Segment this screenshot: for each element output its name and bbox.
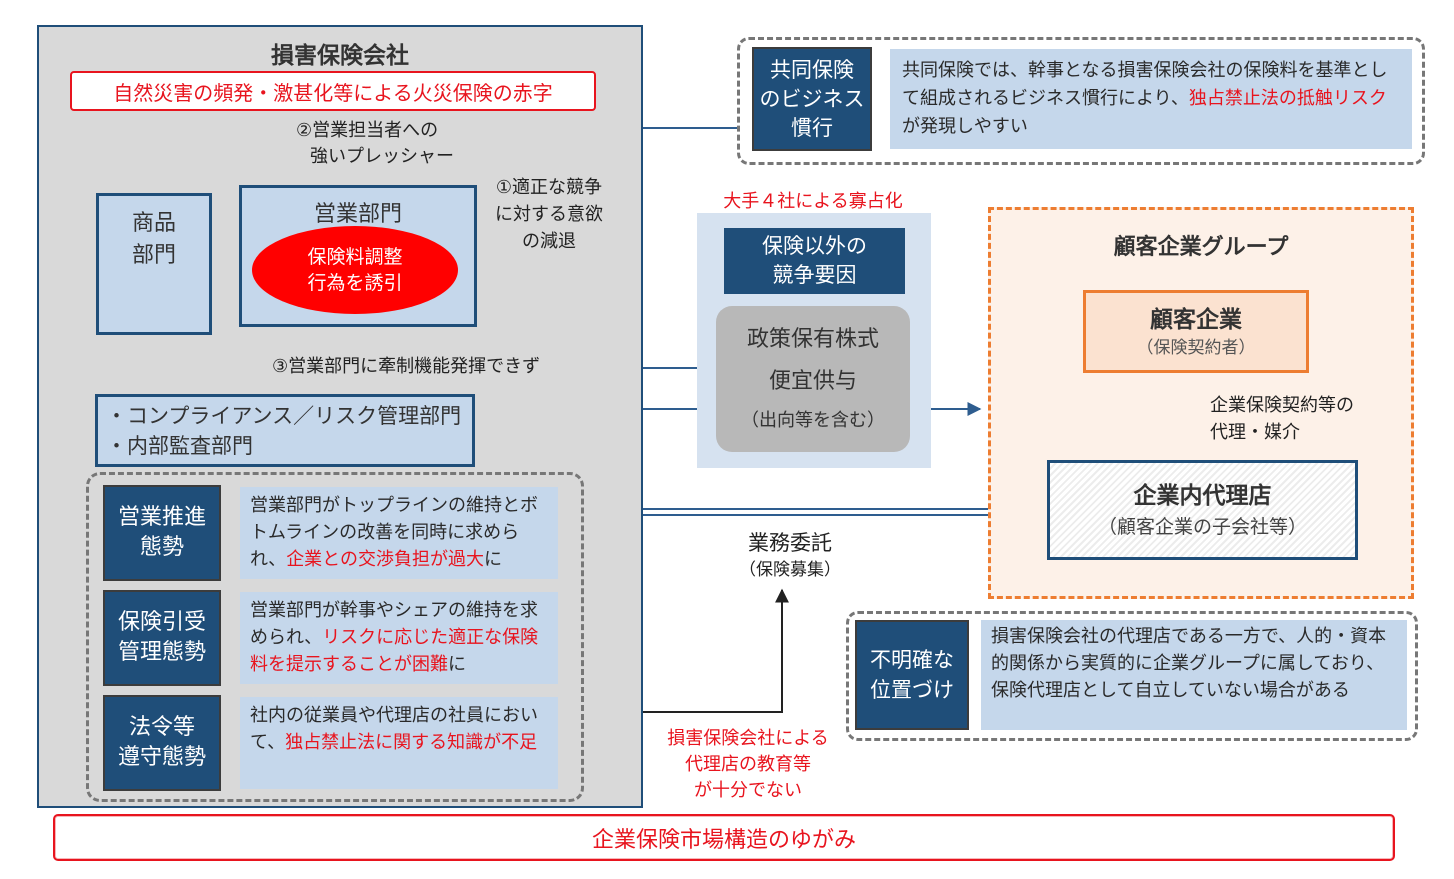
- pressure-label-line1: ②営業担当者への: [296, 120, 439, 141]
- posture-label-compliance-line1: 法令等: [128, 715, 195, 740]
- coinsurance-group: [737, 37, 1425, 165]
- unclear-desc: 損害保険会社の代理店である一方で、人的・資本的関係から実質的に企業グループに属し…: [981, 620, 1407, 730]
- posture-desc-compliance-red: 独占禁止法に関する知識が不足: [285, 732, 538, 753]
- compliance-line2: ・内部監査部門: [106, 434, 253, 458]
- product-dept-line2: 部門: [131, 243, 176, 268]
- agency-label: 企業保険契約等の 代理・媒介: [1210, 392, 1400, 446]
- posture-desc-underwriting: 営業部門が幹事やシェアの維持を求められ、リスクに応じた適正な保険料を提示すること…: [240, 592, 558, 684]
- competition-factor-line1: 保険以外の: [762, 234, 867, 258]
- education-label: 損害保険会社による 代理店の教育等 が十分でない: [648, 726, 848, 804]
- policy-holdings-line3: （出向等を含む）: [741, 410, 885, 431]
- sales-dept-title: 営業部門: [313, 202, 402, 227]
- compliance-line1: ・コンプライアンス／リスク管理部門: [106, 404, 462, 428]
- consignment-label: 業務委託 （保険募集）: [715, 528, 865, 582]
- posture-desc-sales: 営業部門がトップラインの維持とボトムラインの改善を同時に求められ、企業との交渉負…: [240, 487, 558, 579]
- unclear-group: [846, 611, 1418, 741]
- coinsurance-label-line2: のビジネス: [759, 86, 865, 111]
- premium-adjust-line1: 保険料調整: [307, 246, 403, 268]
- restraint-label: ③営業部門に牽制機能発揮できず: [272, 356, 541, 377]
- oligopoly-title: 大手４社による寡占化: [723, 191, 903, 212]
- competition-factor-line2: 競争要因: [772, 263, 857, 287]
- unclear-label-line1: 不明確な: [870, 648, 954, 672]
- posture-desc-underwriting-tail: に: [448, 654, 466, 675]
- competition-line2: に対する意欲: [495, 204, 603, 225]
- insurer-title: 損害保険会社: [271, 43, 409, 69]
- deficit-box: 自然災害の頻発・激甚化等による火災保険の赤字: [70, 71, 596, 111]
- product-dept-box: 商品 部門: [96, 193, 212, 335]
- client-company-name: 顧客企業: [1150, 306, 1242, 333]
- pressure-label: ②営業担当者への 強いプレッシャー: [296, 118, 496, 170]
- posture-desc-underwriting-plain: 営業部門が幹事やシェアの維持を求められ、: [250, 600, 538, 648]
- client-group-title: 顧客企業グループ: [1113, 235, 1289, 260]
- posture-label-compliance: 法令等 遵守態勢: [103, 695, 221, 791]
- inhouse-agency-box: 企業内代理店 （顧客企業の子会社等）: [1047, 460, 1358, 560]
- coinsurance-desc-red: 独占禁止法の抵触リスク: [1188, 88, 1387, 109]
- coinsurance-label-line3: 慣行: [791, 115, 833, 140]
- posture-label-sales-line2: 態勢: [139, 535, 184, 560]
- coinsurance-label: 共同保険 のビジネス 慣行: [752, 47, 872, 151]
- posture-label-underwriting: 保険引受 管理態勢: [103, 590, 221, 686]
- competition-line3: の減退: [522, 231, 576, 252]
- posture-desc-sales-tail: に: [484, 549, 503, 570]
- product-dept-line1: 商品: [131, 211, 176, 236]
- competition-line1: ①適正な競争: [495, 177, 603, 198]
- posture-label-underwriting-line2: 管理態勢: [117, 640, 206, 665]
- unclear-label-line2: 位置づけ: [870, 678, 954, 702]
- posture-desc-compliance-plain: 社内の従業員や代理店の社員において、: [250, 705, 538, 753]
- posture-desc-underwriting-red: リスクに応じた適正な保険料を提示することが困難: [250, 627, 539, 675]
- client-company-box: 顧客企業 （保険契約者）: [1083, 290, 1309, 373]
- posture-desc-sales-red: 企業との交渉負担が過大: [286, 549, 485, 570]
- agency-label-line2: 代理・媒介: [1210, 422, 1300, 443]
- posture-label-underwriting-line1: 保険引受: [117, 610, 206, 635]
- inhouse-agency-name: 企業内代理店: [1133, 483, 1272, 509]
- premium-adjust-ellipse: 保険料調整 行為を誘引: [252, 226, 458, 314]
- posture-desc-sales-plain: 営業部門がトップラインの維持とボトムラインの改善を同時に求められ、: [250, 495, 538, 570]
- education-line3: が十分でない: [694, 780, 802, 801]
- consignment-line2: （保険募集）: [739, 560, 841, 580]
- competition-factor-box: 保険以外の 競争要因: [724, 228, 905, 294]
- unclear-label: 不明確な 位置づけ: [855, 620, 969, 730]
- education-line1: 損害保険会社による: [667, 728, 829, 749]
- education-line2: 代理店の教育等: [685, 754, 811, 775]
- unclear-desc-text: 損害保険会社の代理店である一方で、人的・資本的関係から実質的に企業グループに属し…: [991, 626, 1387, 701]
- pressure-label-line2: 強いプレッシャー: [310, 146, 454, 167]
- policy-holdings-box: 政策保有株式 便宜供与 （出向等を含む）: [716, 306, 910, 452]
- coinsurance-label-line1: 共同保険: [770, 57, 854, 82]
- postures-group: [86, 472, 584, 802]
- coinsurance-desc-tail: が発現しやすい: [902, 116, 1028, 137]
- client-company-sub: （保険契約者）: [1136, 337, 1256, 358]
- agency-label-line1: 企業保険契約等の: [1210, 395, 1354, 416]
- policy-holdings-line1: 政策保有株式: [746, 327, 879, 352]
- compliance-box: ・コンプライアンス／リスク管理部門 ・内部監査部門: [95, 394, 475, 467]
- policy-holdings-line2: 便宜供与: [768, 369, 857, 394]
- posture-desc-compliance: 社内の従業員や代理店の社員において、独占禁止法に関する知識が不足: [240, 697, 558, 789]
- consignment-line1: 業務委託: [748, 531, 832, 555]
- coinsurance-desc-plain: 共同保険では、幹事となる損害保険会社の保険料を基準として組成されるビジネス慣行に…: [902, 60, 1388, 109]
- coinsurance-desc: 共同保険では、幹事となる損害保険会社の保険料を基準として組成されるビジネス慣行に…: [890, 49, 1412, 149]
- posture-label-sales: 営業推進 態勢: [103, 485, 221, 581]
- posture-label-compliance-line2: 遵守態勢: [117, 745, 206, 770]
- market-distortion-banner: 企業保険市場構造のゆがみ: [53, 814, 1395, 861]
- premium-adjust-line2: 行為を誘引: [307, 272, 403, 294]
- competition-label: ①適正な競争 に対する意欲 の減退: [484, 174, 614, 255]
- inhouse-agency-sub: （顧客企業の子会社等）: [1097, 516, 1307, 538]
- posture-label-sales-line1: 営業推進: [117, 505, 206, 530]
